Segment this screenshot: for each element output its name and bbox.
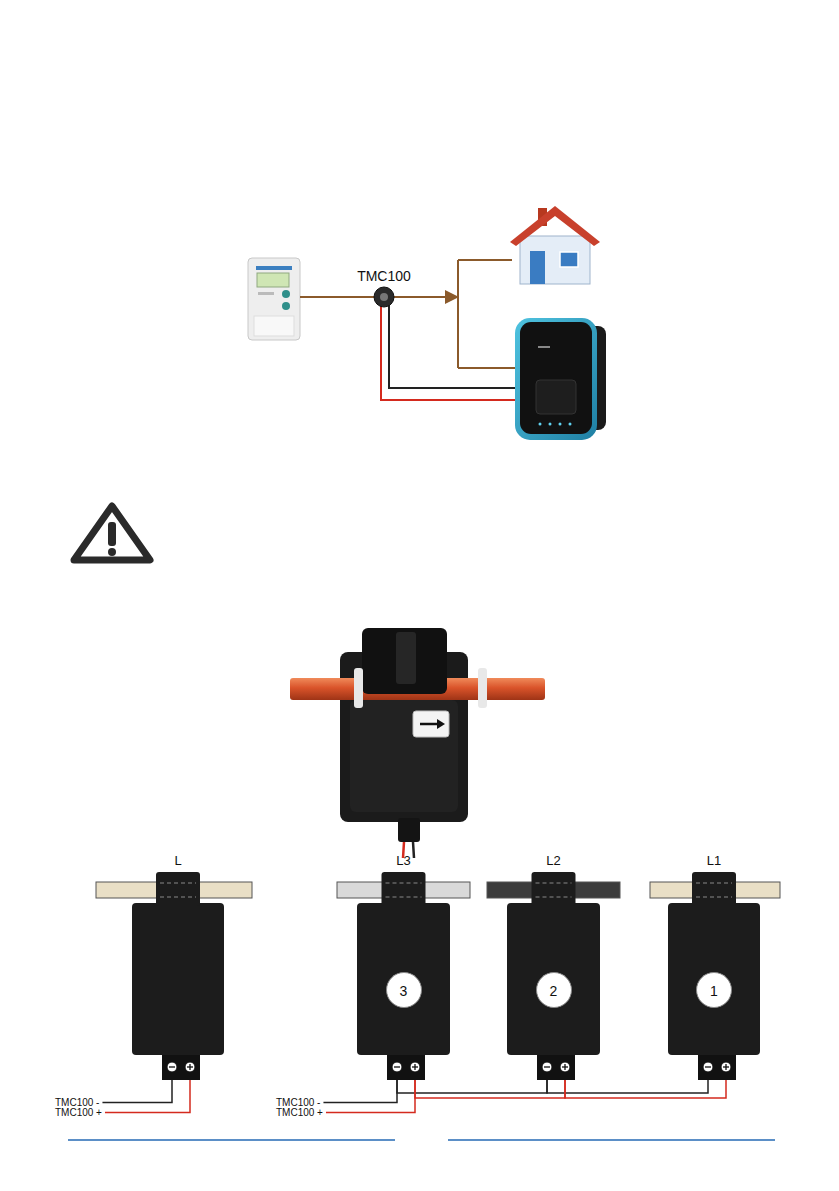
callout-number: 1 — [696, 972, 732, 1008]
current-clamp: L — [132, 852, 224, 1080]
signal-name: TMC100 + — [276, 1107, 323, 1118]
phase-label: L2 — [507, 852, 600, 869]
chain-wire-red — [415, 1080, 565, 1098]
clamp-body — [668, 872, 760, 1080]
phase-label: L — [132, 852, 224, 869]
footer-rule — [448, 1139, 775, 1141]
signal-name: TMC100 - — [276, 1097, 320, 1108]
lead-wire — [326, 1080, 415, 1113]
supply-line — [300, 260, 516, 368]
red-wire — [381, 305, 520, 400]
signal-name: TMC100 - — [55, 1097, 99, 1108]
lead-wire — [323, 1080, 397, 1103]
chain-wire — [547, 1080, 708, 1093]
clamp-photo — [290, 628, 545, 858]
clamp-body — [357, 872, 450, 1080]
clamp-label: TMC100 — [344, 268, 424, 308]
ev-charger — [515, 318, 606, 440]
chain-wire — [397, 1080, 547, 1093]
current-clamp: L1 1 — [668, 852, 760, 1080]
clamp-body — [132, 872, 224, 1080]
chain-wire-red — [565, 1080, 726, 1098]
clamp-bodies — [132, 872, 760, 1080]
callout-number: 2 — [536, 972, 572, 1008]
footer-rule — [68, 1139, 395, 1141]
phase-label: L1 — [668, 852, 760, 869]
warning-symbol — [74, 506, 150, 560]
phase-label: TMC100 — [344, 268, 424, 285]
electricity-meter — [248, 258, 300, 340]
lead-wire — [102, 1080, 172, 1103]
clamp-body — [507, 872, 600, 1080]
current-clamp: L3 3 — [357, 852, 450, 1080]
phase-label: L3 — [357, 852, 450, 869]
current-clamp: L2 2 — [507, 852, 600, 1080]
black-wire — [389, 305, 520, 388]
signal-name: TMC100 + — [55, 1107, 102, 1118]
arrow-head — [445, 290, 459, 304]
callout-number: 3 — [386, 972, 422, 1008]
house-icon — [510, 206, 600, 284]
current-clamp-icon — [374, 287, 394, 307]
lead-wire — [105, 1080, 190, 1113]
